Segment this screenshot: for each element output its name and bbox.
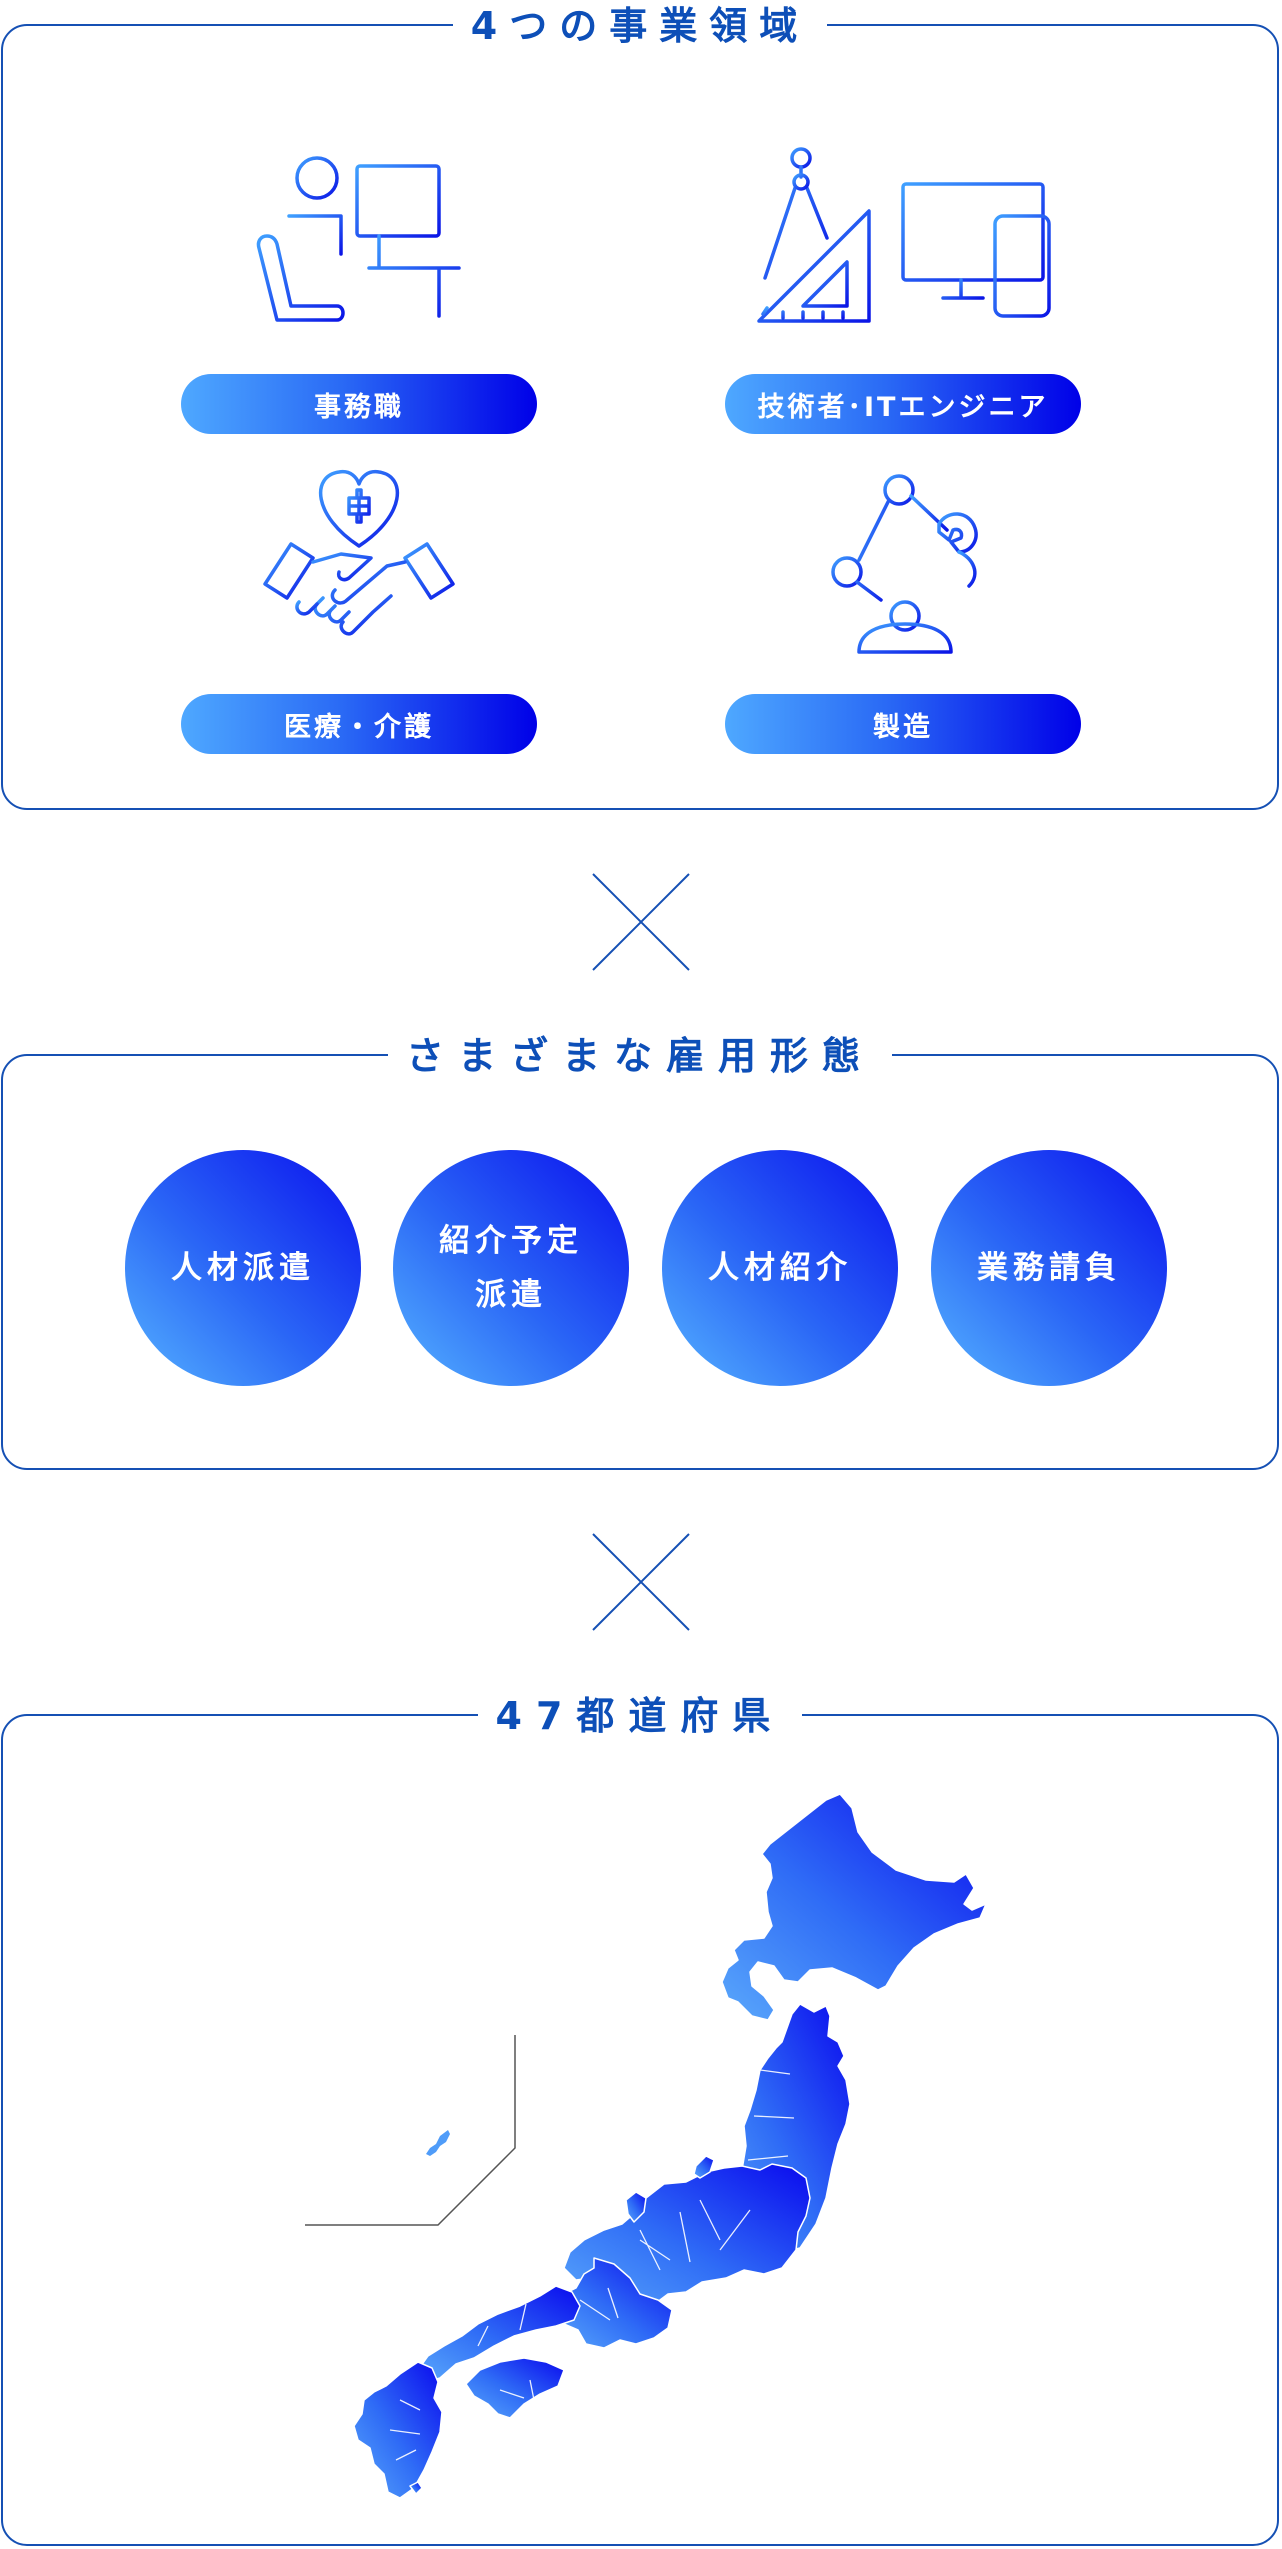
business-item-engineer[interactable]: 技術者･ITエンジニア [725, 136, 1081, 436]
southern-island [409, 2481, 423, 2495]
employment-label-line1: 人材紹介 [708, 1250, 852, 1286]
office-worker-icon [256, 156, 461, 328]
shikoku [465, 2357, 565, 2419]
robot-arm-icon [831, 474, 978, 654]
employment-contracting[interactable]: 業務請負 [931, 1150, 1167, 1386]
prefectures-title: 47都道府県 [477, 1692, 803, 1740]
business-item-manufacturing[interactable]: 製造 [725, 466, 1081, 766]
business-item-office[interactable]: 事務職 [181, 136, 537, 436]
employment-types-title: さまざまな雇用形態 [387, 1032, 892, 1080]
prefectures-panel: 47都道府県 [1, 1692, 1279, 2546]
employment-label-line1: 業務請負 [977, 1250, 1121, 1286]
multiply-icon [592, 873, 690, 971]
business-areas-title: 4つの事業領域 [452, 2, 828, 50]
hokkaido [721, 1793, 987, 2021]
office-label: 事務職 [181, 374, 537, 434]
chugoku [417, 2285, 581, 2383]
employment-label-line2: 派遣 [475, 1277, 547, 1313]
kyushu [353, 2361, 443, 2499]
medical-label: 医療・介護 [181, 694, 537, 754]
sado-island [693, 2155, 715, 2179]
engineer-devices-icon [757, 147, 1051, 323]
employment-label-line1: 人材派遣 [171, 1250, 315, 1286]
business-areas-panel: 4つの事業領域 事務職 [1, 2, 1279, 810]
engineer-label: 技術者･ITエンジニア [725, 374, 1081, 434]
manufacturing-label: 製造 [725, 694, 1081, 754]
multiply-icon [592, 1533, 690, 1631]
business-item-medical[interactable]: 医療・介護 [181, 466, 537, 766]
noto-peninsula [625, 2191, 647, 2223]
employment-placement[interactable]: 人材紹介 [662, 1150, 898, 1386]
okinawa-island [426, 2130, 450, 2156]
employment-temp-staffing[interactable]: 人材派遣 [125, 1150, 361, 1386]
okinawa-inset-divider [305, 2035, 516, 2226]
handshake-heart-icon [263, 469, 455, 636]
employment-label-line1: 紹介予定 [439, 1223, 583, 1259]
employment-temp-to-perm[interactable]: 紹介予定 派遣 [393, 1150, 629, 1386]
